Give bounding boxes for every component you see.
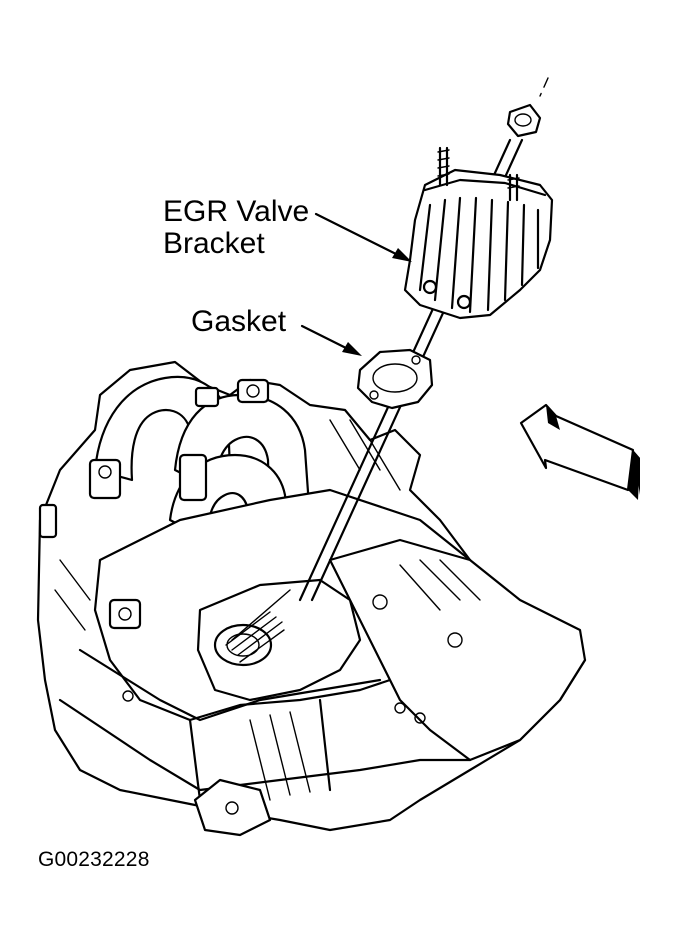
egr-valve-bracket-label: EGR Valve Bracket <box>163 196 309 259</box>
egr-valve-bracket <box>403 146 554 320</box>
egr-label-line1: EGR Valve <box>163 195 310 228</box>
gasket <box>356 348 434 410</box>
engine-block <box>36 360 587 837</box>
lower-stud <box>225 589 291 663</box>
leader-lines <box>300 212 412 356</box>
gasket-label: Gasket <box>191 305 287 338</box>
direction-arrow-icon <box>519 403 640 500</box>
nut-top <box>506 103 542 138</box>
egr-label-line2: Bracket <box>163 226 265 260</box>
figure-id: G00232228 <box>38 848 150 871</box>
